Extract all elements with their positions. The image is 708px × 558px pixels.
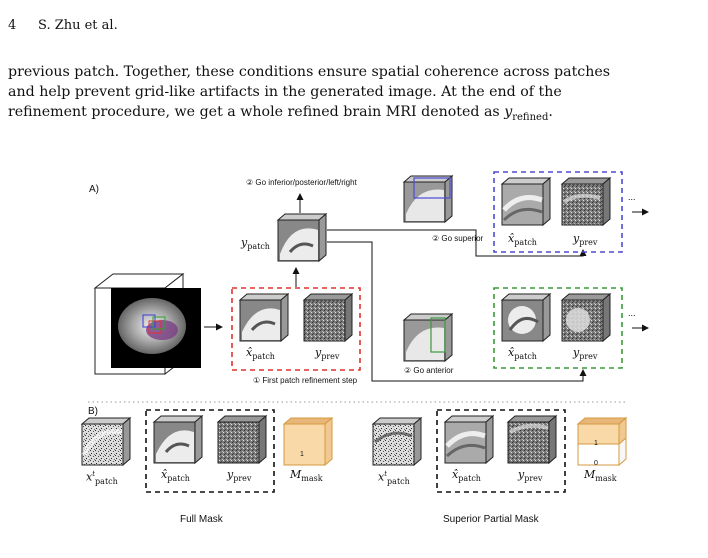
figure-graphics: [80, 171, 649, 493]
full-mask-cube: [282, 416, 334, 467]
full-x-hat-label: x̂patch: [161, 468, 190, 484]
partial-y-prev-label: yprev: [518, 468, 543, 484]
y-prev-cube: [302, 292, 354, 343]
full-m-mask-label: Mmask: [290, 468, 323, 484]
partial-mask-cube: [576, 416, 628, 467]
partial-mask-y-prev-cube: [506, 414, 558, 465]
superior-x-hat-cube: [500, 176, 552, 227]
full-y-prev-label: yprev: [227, 468, 252, 484]
y-prev-label: yprev: [315, 346, 340, 362]
full-x-t-label: xtpatch: [86, 470, 118, 486]
full-mask-box: [145, 409, 275, 493]
anterior-ellipsis: ...: [628, 308, 636, 318]
anterior-brain-cube: [402, 312, 454, 363]
mri-volume: [93, 272, 201, 376]
body-paragraph: previous patch. Together, these conditio…: [8, 62, 698, 128]
full-mask-caption: Full Mask: [180, 514, 223, 525]
partial-mask-x-t-cube: [371, 416, 423, 467]
x-hat-patch-label: x̂patch: [246, 346, 275, 362]
full-mask-x-t-cube: [80, 416, 132, 467]
partial-mask-box: [436, 409, 566, 493]
full-mask-y-prev-cube: [216, 414, 268, 465]
full-mask-value: 1: [300, 451, 304, 458]
y-patch-label: ypatch: [241, 236, 270, 252]
anterior-y-prev-label: yprev: [573, 346, 598, 362]
partial-mask-one: 1: [594, 440, 598, 447]
anterior-y-prev-cube: [560, 292, 612, 343]
paragraph-line: and help prevent grid-like artifacts in …: [8, 84, 562, 100]
x-hat-patch-cube: [238, 292, 290, 343]
superior-ellipsis: ...: [628, 192, 636, 202]
page-header: 4 S. Zhu et al.: [0, 18, 708, 34]
figure: A) B) ② Go inferior/posterior/left/right…: [0, 170, 708, 558]
go-inferior-label: ② Go inferior/posterior/left/right: [246, 178, 357, 187]
panel-a-label: A): [89, 184, 99, 195]
panel-b-label: B): [88, 406, 98, 417]
first-step-label: ① First patch refinement step: [253, 376, 358, 385]
running-author: S. Zhu et al.: [38, 18, 118, 33]
superior-step-box: [493, 171, 623, 253]
paragraph-line: refinement procedure, we get a whole ref…: [8, 104, 553, 123]
anterior-x-hat-cube: [500, 292, 552, 343]
go-anterior-label: ② Go anterior: [404, 366, 454, 375]
partial-mask-caption: Superior Partial Mask: [443, 514, 539, 525]
superior-brain-cube: [402, 174, 454, 224]
superior-y-prev-cube: [560, 176, 612, 227]
partial-mask-x-hat-cube: [443, 414, 495, 465]
anterior-x-hat-label: x̂patch: [508, 346, 537, 362]
go-superior-label: ② Go superior: [432, 234, 484, 243]
paragraph-line: previous patch. Together, these conditio…: [8, 64, 611, 80]
page-number: 4: [8, 18, 17, 33]
first-step-box: [231, 287, 361, 371]
superior-x-hat-label: x̂patch: [508, 232, 537, 248]
y-patch-cube: [276, 212, 328, 263]
superior-y-prev-label: yprev: [573, 232, 598, 248]
partial-x-hat-label: x̂patch: [452, 468, 481, 484]
partial-m-mask-label: Mmask: [584, 468, 617, 484]
full-mask-x-hat-cube: [152, 414, 204, 465]
partial-mask-zero: 0: [594, 460, 598, 467]
partial-x-t-label: xtpatch: [378, 470, 410, 486]
anterior-step-box: [493, 287, 623, 369]
